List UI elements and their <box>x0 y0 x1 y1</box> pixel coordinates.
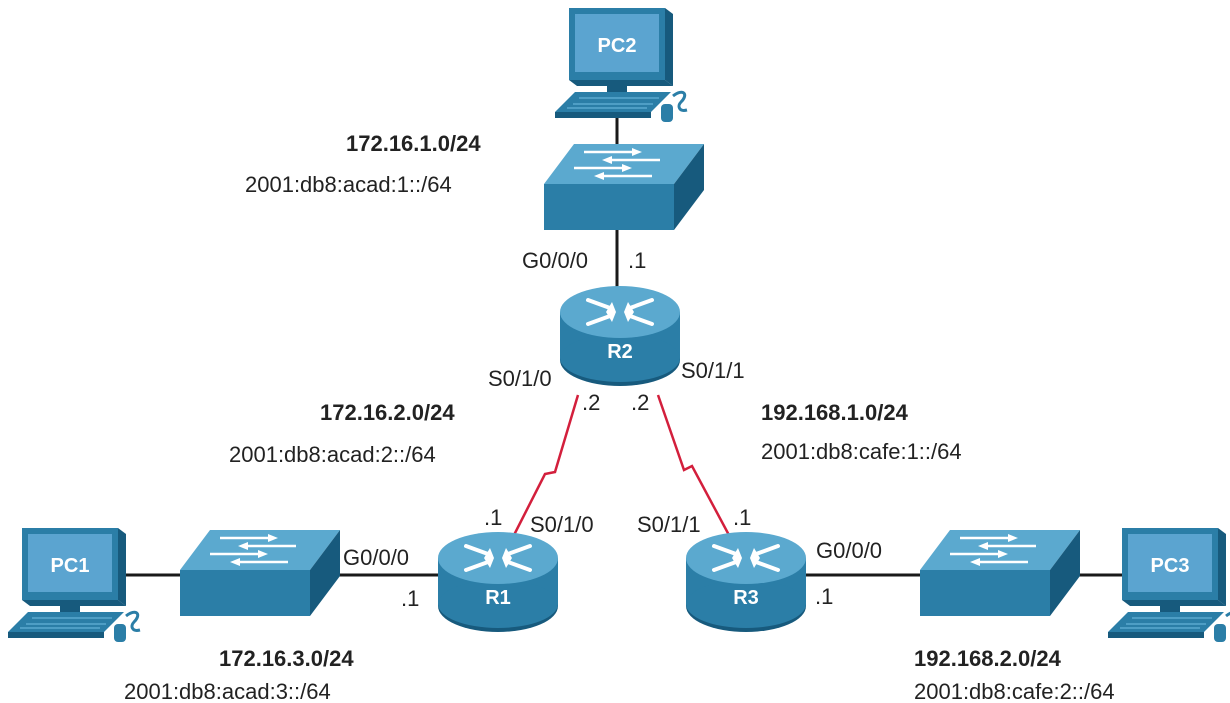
r3-g000-label: G0/0/0 <box>816 538 882 563</box>
pc2[interactable]: PC2 <box>553 6 689 124</box>
network-lan-r2-ipv4: 172.16.1.0/24 <box>346 131 481 156</box>
network-r2-r3-ipv4: 192.168.1.0/24 <box>761 400 909 425</box>
r2-s011-host: .2 <box>631 390 649 415</box>
network-lan-r2-ipv6: 2001:db8:acad:1::/64 <box>245 172 452 197</box>
pc-icon <box>1106 526 1230 644</box>
r1-g000-label: G0/0/0 <box>343 545 409 570</box>
pc3[interactable]: PC3 <box>1106 526 1230 644</box>
r2-g000-label: G0/0/0 <box>522 248 588 273</box>
r1-s010-label: S0/1/0 <box>530 512 594 537</box>
r1-s010-host: .1 <box>484 505 502 530</box>
switch-icon <box>542 142 706 232</box>
switch-r3-lan[interactable] <box>918 528 1082 618</box>
network-lan-r3-ipv4: 192.168.2.0/24 <box>914 646 1062 671</box>
network-lan-r1-ipv4: 172.16.3.0/24 <box>219 646 354 671</box>
r2-s011-label: S0/1/1 <box>681 358 745 383</box>
switch-r1-lan[interactable] <box>178 528 342 618</box>
pc3-name: PC3 <box>1151 555 1190 577</box>
switch-icon <box>178 528 342 618</box>
router-r1[interactable]: R1 <box>436 530 560 634</box>
switch-r2-lan[interactable] <box>542 142 706 232</box>
r2-s010-label: S0/1/0 <box>488 366 552 391</box>
pc1-name: PC1 <box>51 555 90 577</box>
r2-name: R2 <box>607 341 633 363</box>
router-icon <box>436 530 560 634</box>
network-lan-r1-ipv6: 2001:db8:acad:3::/64 <box>124 679 331 703</box>
r3-name: R3 <box>733 587 759 609</box>
r2-g000-host: .1 <box>628 248 646 273</box>
network-r2-r3-ipv6: 2001:db8:cafe:1::/64 <box>761 439 962 464</box>
router-icon <box>684 530 808 634</box>
router-icon <box>558 284 682 388</box>
serial-link-r2-r3 <box>656 394 732 538</box>
pc-icon <box>6 526 142 644</box>
network-r1-r2-ipv6: 2001:db8:acad:2::/64 <box>229 442 436 467</box>
r3-s011-host: .1 <box>733 505 751 530</box>
r1-g000-host: .1 <box>401 586 419 611</box>
pc2-name: PC2 <box>598 35 637 57</box>
r2-s010-host: .2 <box>582 390 600 415</box>
pc-icon <box>553 6 689 124</box>
router-r2[interactable]: R2 <box>558 284 682 388</box>
network-r1-r2-ipv4: 172.16.2.0/24 <box>320 400 455 425</box>
pc1[interactable]: PC1 <box>6 526 142 644</box>
switch-icon <box>918 528 1082 618</box>
r1-name: R1 <box>485 587 511 609</box>
router-r3[interactable]: R3 <box>684 530 808 634</box>
serial-link-r1-r2 <box>511 394 580 538</box>
network-lan-r3-ipv6: 2001:db8:cafe:2::/64 <box>914 679 1115 703</box>
r3-g000-host: .1 <box>815 584 833 609</box>
r3-s011-label: S0/1/1 <box>637 512 701 537</box>
